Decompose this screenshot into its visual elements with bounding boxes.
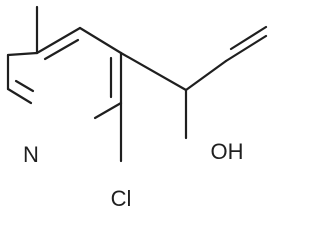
ring-bond-c2-n: [93, 101, 123, 120]
ring-bond-c6-c5-join: [6, 51, 39, 57]
hydroxyl-label: OH: [211, 139, 244, 164]
carbinol-bond: [119, 51, 188, 92]
ring-bond-n-c6: [6, 87, 33, 105]
chemical-structure-canvas: N Cl OH: [6, 5, 268, 215]
vinyl-double-bond-outer: [224, 34, 268, 63]
nitrogen-label: N: [23, 142, 39, 167]
ring-double-bond-c5-c4: [43, 38, 80, 61]
vinyl-double-bond-inner: [229, 25, 268, 51]
chlorine-label: Cl: [111, 186, 132, 211]
ring-bond-c5-c4: [35, 26, 82, 55]
nitrogen-label-background: [22, 142, 44, 170]
vinyl-bond: [184, 59, 228, 92]
ring-bond-c4-c3: [78, 26, 123, 55]
molecule-structure: N Cl OH: [6, 5, 268, 215]
hydroxyl-label-background: [204, 139, 250, 167]
chlorine-label-background: [100, 185, 140, 215]
ring-double-bond-n-c6: [14, 79, 35, 93]
